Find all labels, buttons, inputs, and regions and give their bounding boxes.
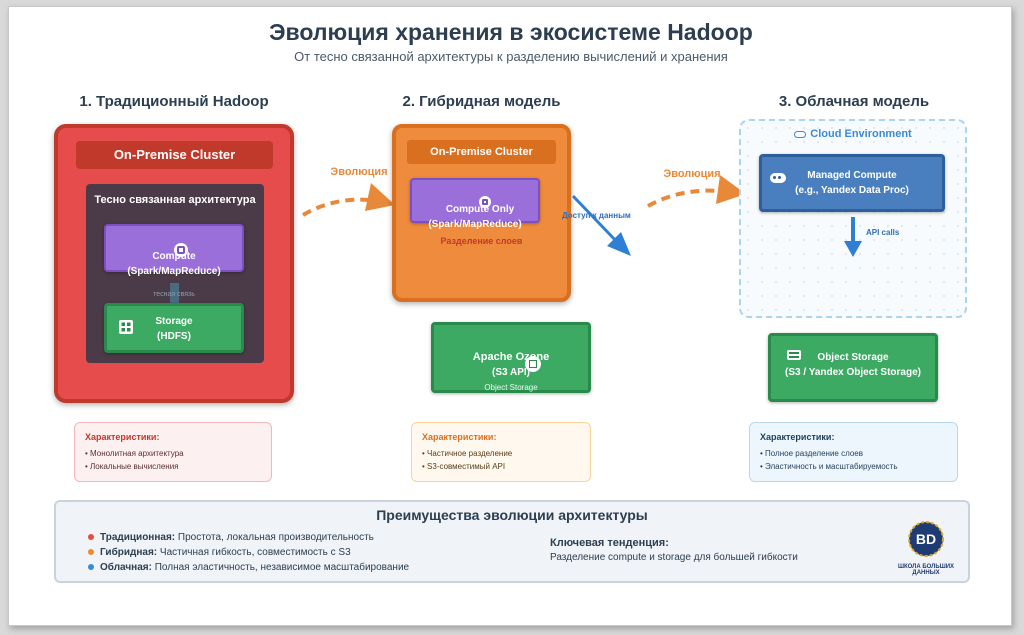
advantage-label: Гибридная: — [100, 547, 158, 558]
advantage-cloud: Облачная: Полная эластичность, независим… — [88, 562, 409, 573]
evolution-arrow-1 — [301, 183, 395, 217]
logo-emblem: BD — [908, 521, 944, 557]
evolution-arrow-2 — [647, 175, 746, 208]
characteristic-item: Локальные вычисления — [85, 460, 261, 473]
school-logo: BD ШКОЛА БОЛЬШИХ ДАННЫХ — [886, 519, 966, 576]
advantages-panel — [54, 500, 970, 583]
data-access-arrow — [571, 194, 631, 256]
compute-subtitle: (Spark/MapReduce) — [428, 219, 522, 230]
compute-subtitle: (Spark/MapReduce) — [127, 266, 221, 277]
traditional-heading: 1. Традиционный Hadoop — [79, 93, 269, 110]
advantages-title: Преимущества эволюции архитектуры — [376, 507, 648, 523]
cloud-heading: 3. Облачная модель — [778, 93, 930, 110]
characteristic-item: Эластичность и масштабируемость — [760, 460, 947, 473]
api-calls-arrow — [844, 217, 862, 257]
cloud-environment — [739, 119, 967, 318]
cloud-compute-node: Managed Compute (e.g., Yandex Data Proc) — [759, 154, 945, 212]
logo-letters: BD — [916, 531, 936, 547]
logo-caption: ШКОЛА БОЛЬШИХ ДАННЫХ — [897, 564, 955, 576]
object-storage-subtitle: (S3 / Yandex Object Storage) — [785, 367, 921, 378]
advantage-traditional: Традиционная: Простота, локальная произв… — [88, 532, 374, 543]
characteristic-item: Монолитная архитектура — [85, 447, 261, 460]
ozone-title: Apache Ozone — [472, 351, 550, 363]
traditional-characteristics: Характеристики: Монолитная архитектура Л… — [74, 422, 272, 482]
status-dot — [88, 564, 94, 571]
evolution-label-2: Эволюция — [663, 168, 721, 180]
characteristic-item: S3-совместимый API — [422, 460, 580, 473]
evolution-label-1: Эволюция — [330, 166, 388, 178]
characteristic-item: Полное разделение слоев — [760, 447, 947, 460]
ozone-caption: Object Storage — [484, 383, 538, 392]
object-storage-title: Object Storage — [817, 352, 889, 363]
cloud-storage-node: Object Storage (S3 / Yandex Object Stora… — [768, 333, 938, 402]
trend-text: Разделение compute и storage для большей… — [550, 552, 798, 563]
advantage-text: Частичная гибкость, совместимость с S3 — [159, 547, 351, 558]
tight-coupling-label: тесная связь — [153, 291, 195, 298]
compute-title: Compute — [152, 251, 196, 262]
cloud-environment-label: Cloud Environment — [739, 128, 967, 140]
advantage-label: Облачная: — [100, 562, 152, 573]
characteristics-title: Характеристики: — [760, 432, 835, 442]
tightly-coupled-label: Тесно связанная архитектура — [94, 194, 256, 206]
hybrid-heading: 2. Гибридная модель — [402, 93, 561, 110]
cloud-environment-text: Cloud Environment — [810, 128, 912, 140]
cloud-characteristics: Характеристики: Полное разделение слоев … — [749, 422, 958, 482]
traditional-storage-node: Storage (HDFS) — [104, 303, 244, 353]
characteristic-item: Частичное разделение — [422, 447, 580, 460]
hybrid-characteristics: Характеристики: Частичное разделение S3-… — [411, 422, 591, 482]
storage-grid-icon — [119, 320, 133, 334]
server-icon — [770, 173, 786, 183]
storage-title: Storage — [155, 316, 193, 327]
data-access-label: Доступ к данным — [562, 211, 631, 220]
cloud-icon — [794, 130, 807, 138]
layer-separation-label: Разделение слоев — [440, 236, 523, 246]
characteristics-title: Характеристики: — [422, 432, 497, 442]
hybrid-cluster-label: On-Premise Cluster — [407, 140, 556, 164]
managed-compute-subtitle: (e.g., Yandex Data Proc) — [795, 185, 909, 196]
trend-title: Ключевая тенденция: — [550, 537, 669, 549]
status-dot — [88, 549, 94, 556]
advantage-hybrid: Гибридная: Частичная гибкость, совместим… — [88, 547, 351, 558]
hybrid-compute-node: Compute Only (Spark/MapReduce) — [410, 178, 540, 230]
compute-title: Compute Only — [445, 204, 515, 215]
diagram-canvas: Эволюция хранения в экосистеме Hadoop От… — [8, 6, 1012, 626]
traditional-cluster-label: On-Premise Cluster — [76, 141, 273, 169]
page-title: Эволюция хранения в экосистеме Hadoop — [269, 19, 753, 45]
tight-coupling-connector — [170, 283, 179, 303]
characteristics-title: Характеристики: — [85, 432, 160, 442]
advantage-label: Традиционная: — [100, 532, 176, 543]
storage-subtitle: (HDFS) — [157, 331, 191, 342]
traditional-compute-node: Compute (Spark/MapReduce) — [104, 224, 244, 277]
storage-rack-icon — [787, 350, 801, 360]
status-dot — [88, 534, 94, 541]
api-calls-label: API calls — [866, 228, 900, 237]
advantage-text: Простота, локальная производительность — [177, 532, 374, 543]
hybrid-storage-node: Apache Ozone (S3 API) Object Storage — [431, 322, 591, 393]
chip-icon — [479, 196, 491, 209]
chip-icon — [174, 243, 188, 258]
ozone-subtitle: (S3 API) — [492, 367, 530, 378]
managed-compute-title: Managed Compute — [807, 170, 897, 181]
advantage-text: Полная эластичность, независимое масштаб… — [154, 562, 410, 573]
page-subtitle: От тесно связанной архитектуры к разделе… — [294, 49, 728, 64]
document-icon — [525, 356, 541, 372]
